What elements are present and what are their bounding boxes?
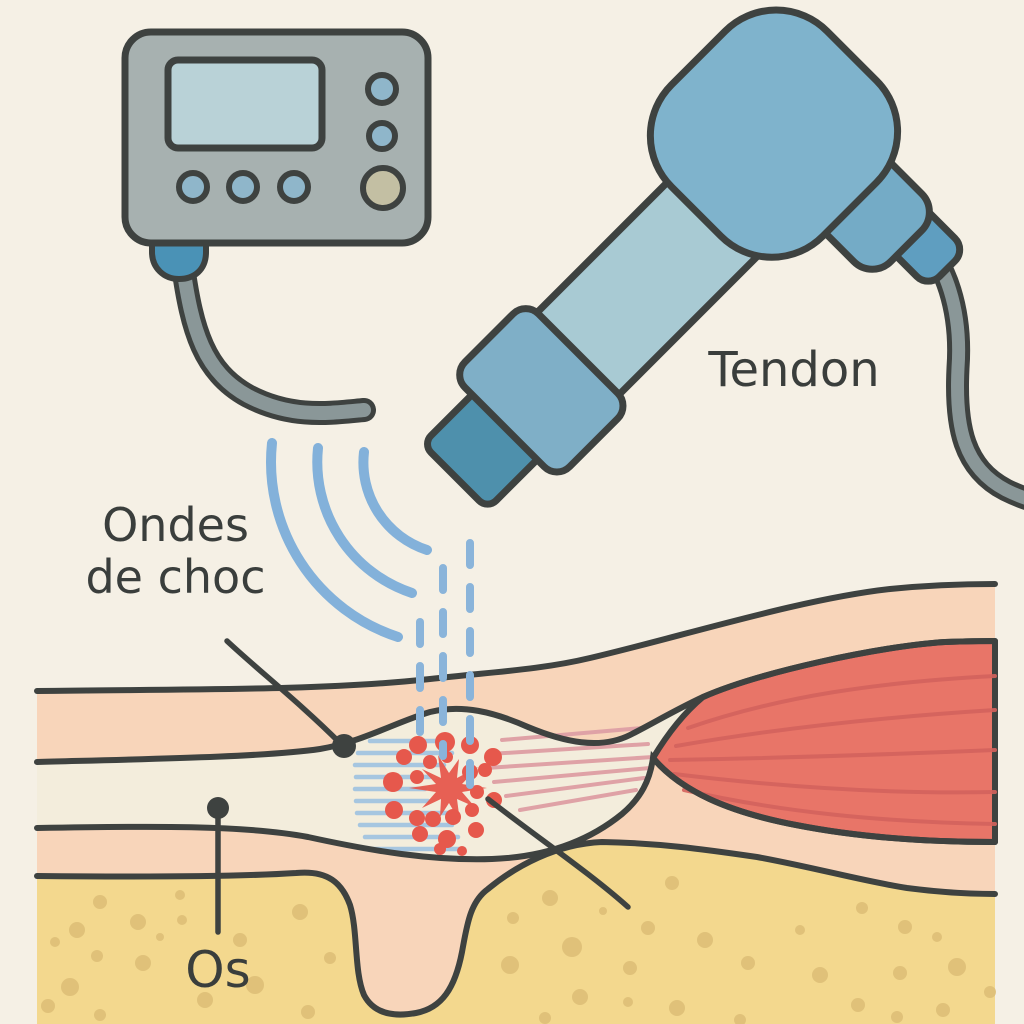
tendon-bottom-outline [34, 750, 998, 863]
tendon-top-outline [34, 638, 998, 765]
bone-leader-dot [207, 797, 229, 819]
control-unit-buttons [176, 72, 406, 211]
handpiece-mid-segment [456, 305, 627, 476]
tendon-fibers-pink [484, 726, 655, 812]
button-2 [226, 170, 260, 204]
bone-spots [41, 876, 996, 1024]
bone [34, 838, 998, 1024]
dial-button [360, 165, 406, 211]
leader-lines [215, 638, 631, 935]
power-cable [171, 254, 376, 425]
shockwaves-label: Ondes de choc [48, 498, 303, 604]
muscle-fibers [668, 674, 997, 826]
control-unit-screen [164, 56, 326, 152]
button-3 [277, 170, 311, 204]
shockwaves-label-line1: Ondes [102, 498, 249, 552]
impact-leader-line [485, 796, 631, 910]
shockwaves-leader-dot [332, 734, 356, 758]
button-1 [176, 170, 210, 204]
section-outlines [34, 581, 998, 863]
button-5 [366, 120, 398, 152]
handpiece-cable-core [913, 234, 1024, 505]
power-cable-core [176, 259, 371, 420]
shockwaves-leader-line [224, 638, 343, 746]
shockwave-dashed-lines [416, 539, 474, 792]
skin-top-outline [34, 581, 998, 694]
impact-starburst [409, 755, 487, 822]
handpiece [424, 6, 1024, 510]
shockwave-arcs [266, 438, 432, 642]
handpiece-head [646, 6, 902, 261]
anatomy-cross-section [34, 581, 998, 1024]
cable-connector [149, 239, 209, 282]
bone-label: Os [185, 941, 251, 999]
button-4 [365, 72, 399, 106]
tendon-label: Tendon [708, 342, 880, 398]
shockwaves-label-line2: de choc [85, 549, 266, 604]
control-unit [121, 28, 432, 425]
